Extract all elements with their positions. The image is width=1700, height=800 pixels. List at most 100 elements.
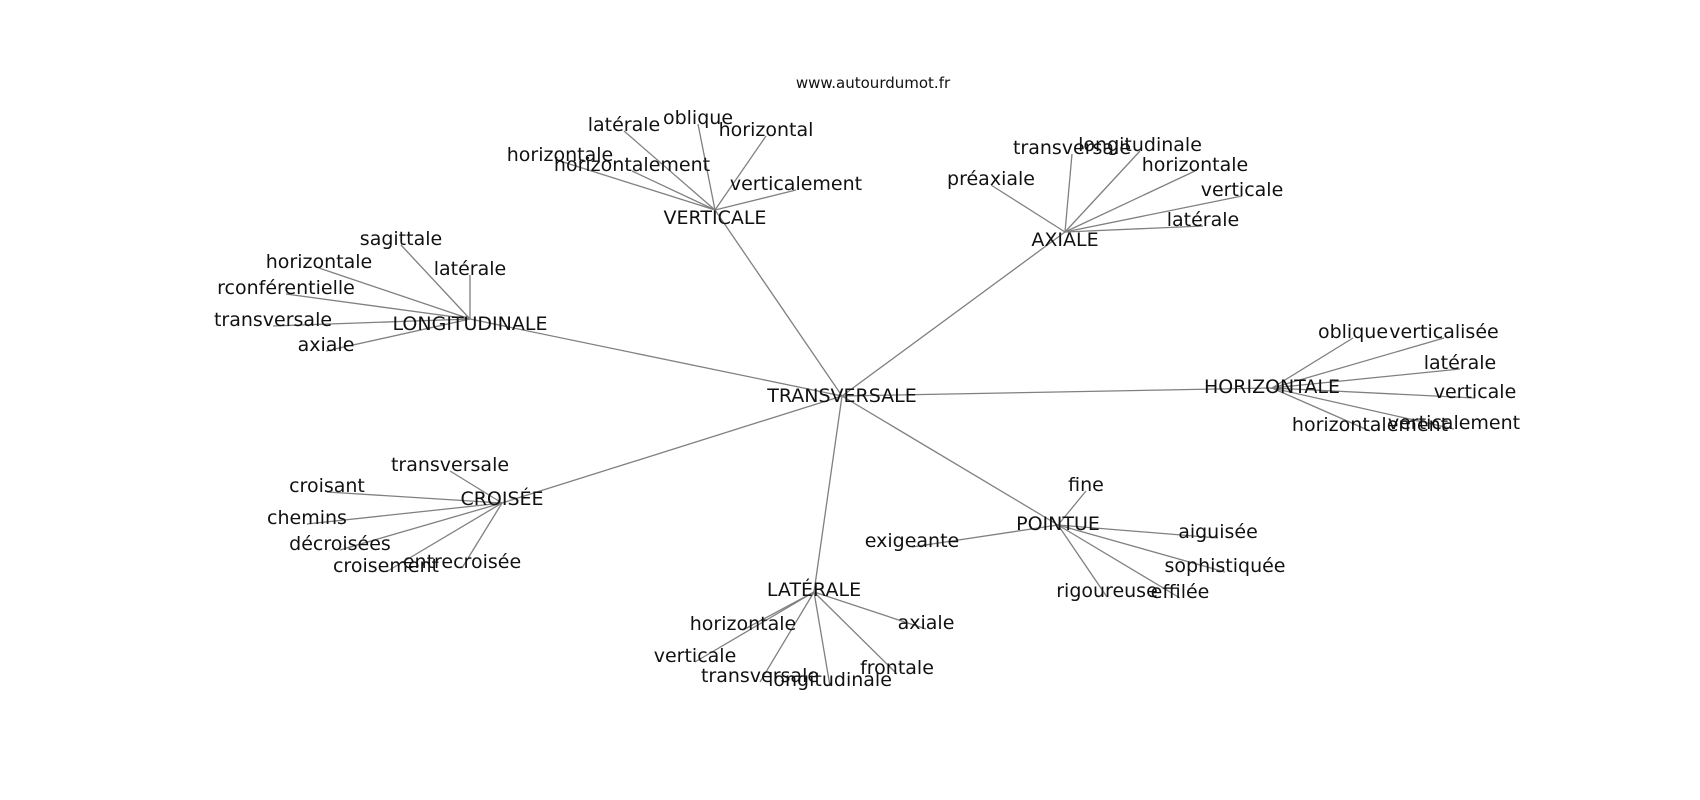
related-word[interactable]: verticalisée <box>1389 321 1498 343</box>
cluster-word[interactable]: AXIALE <box>1031 229 1098 251</box>
related-word[interactable]: axiale <box>898 612 955 634</box>
related-word[interactable]: horizontale <box>507 144 613 166</box>
related-word[interactable]: préaxiale <box>947 168 1035 190</box>
edge-pointue-5 <box>1057 524 1181 599</box>
related-word[interactable]: horizontalement <box>1292 414 1448 436</box>
edge-longitudinale-4 <box>272 318 471 327</box>
edge-longitudinale-3 <box>285 293 471 320</box>
edge-axiale-4 <box>1064 195 1243 233</box>
related-word[interactable]: longitudinale <box>1078 134 1202 156</box>
edge-center-to-pointue <box>841 395 1059 526</box>
related-word[interactable]: aiguisée <box>1178 521 1258 543</box>
related-word[interactable]: verticale <box>1434 381 1517 403</box>
edge-center-to-longitudinale <box>469 318 843 397</box>
edge-center-to-croisée <box>501 395 843 504</box>
related-word[interactable]: axiale <box>298 334 355 356</box>
edge-latérale-2 <box>694 591 815 663</box>
edge-axiale-1 <box>1064 150 1141 233</box>
cluster-word[interactable]: CROISÉE <box>460 487 543 510</box>
edge-pointue-2 <box>1057 524 1219 539</box>
related-word[interactable]: horizontale <box>1142 154 1248 176</box>
related-word[interactable]: sophistiquée <box>1164 555 1285 577</box>
edge-longitudinale-1 <box>318 267 471 320</box>
related-word[interactable]: horizontal <box>719 119 814 141</box>
edge-croisée-5 <box>461 502 503 569</box>
edge-longitudinale-5 <box>325 318 471 352</box>
related-word[interactable]: chemins <box>267 507 347 529</box>
related-word[interactable]: longitudinale <box>768 669 892 691</box>
related-word[interactable]: croisant <box>289 475 365 497</box>
cluster-word[interactable]: VERTICALE <box>664 207 767 229</box>
edge-verticale-2 <box>714 135 767 211</box>
edge-croisée-1 <box>326 491 503 504</box>
related-word[interactable]: latérale <box>1167 209 1239 231</box>
edge-longitudinale-0 <box>400 244 471 320</box>
related-word[interactable]: verticalement <box>1388 412 1520 434</box>
related-word[interactable]: croisement <box>333 555 439 577</box>
edge-latérale-4 <box>813 591 831 687</box>
edge-center-to-latérale <box>813 395 843 593</box>
related-word[interactable]: verticalement <box>730 173 862 195</box>
edge-croisée-2 <box>306 502 503 525</box>
related-word[interactable]: rconférentielle <box>217 277 355 299</box>
related-word[interactable]: latérale <box>434 258 506 280</box>
graph-edges <box>272 123 1476 687</box>
edge-verticale-4 <box>631 170 716 211</box>
edge-pointue-4 <box>1057 524 1108 598</box>
edge-horizontale-1 <box>1271 337 1445 389</box>
related-word[interactable]: verticale <box>1201 179 1284 201</box>
edge-center-to-axiale <box>841 231 1066 397</box>
related-word[interactable]: horizontale <box>690 613 796 635</box>
edge-croisée-0 <box>449 470 503 504</box>
related-word[interactable]: latérale <box>588 114 660 136</box>
edge-pointue-0 <box>1057 490 1087 526</box>
cluster-word[interactable]: HORIZONTALE <box>1204 376 1340 398</box>
related-word[interactable]: horizontale <box>266 251 372 273</box>
related-word[interactable]: décroisées <box>289 533 391 555</box>
cluster-word[interactable]: POINTUE <box>1016 513 1100 535</box>
related-word[interactable]: verticale <box>654 645 737 667</box>
edge-pointue-3 <box>1057 524 1226 573</box>
related-word[interactable]: frontale <box>860 657 934 679</box>
related-word[interactable]: entrecroisée <box>403 551 521 573</box>
cluster-word[interactable]: LONGITUDINALE <box>393 313 548 335</box>
edge-croisée-4 <box>385 502 503 573</box>
edge-croisée-3 <box>339 502 503 551</box>
edge-latérale-5 <box>813 591 898 675</box>
edge-horizontale-2 <box>1271 368 1461 389</box>
edge-axiale-2 <box>1064 170 1196 233</box>
related-word[interactable]: oblique <box>663 107 733 129</box>
related-word[interactable]: effilée <box>1151 581 1210 603</box>
edge-axiale-0 <box>1064 153 1073 233</box>
related-word[interactable]: transversale <box>1013 137 1131 159</box>
site-credit: www.autourdumot.fr <box>796 74 951 92</box>
edge-horizontale-5 <box>1271 387 1455 430</box>
related-word[interactable]: transversale <box>391 454 509 476</box>
edge-verticale-0 <box>623 130 716 211</box>
related-word[interactable]: latérale <box>1424 352 1496 374</box>
edge-horizontale-0 <box>1271 337 1354 389</box>
edge-pointue-1 <box>911 524 1059 548</box>
related-word[interactable]: sagittale <box>360 228 442 250</box>
related-word[interactable]: rigoureuse <box>1056 580 1158 602</box>
edge-horizontale-4 <box>1271 387 1371 432</box>
edge-verticale-3 <box>559 160 716 211</box>
edge-latérale-3 <box>759 591 815 683</box>
related-word[interactable]: transversale <box>701 665 819 687</box>
related-word[interactable]: oblique <box>1318 321 1388 343</box>
edge-latérale-1 <box>813 591 927 630</box>
related-word[interactable]: fine <box>1068 474 1104 496</box>
edge-axiale-3 <box>990 184 1066 233</box>
edge-verticale-5 <box>714 189 797 211</box>
edge-verticale-1 <box>697 123 716 211</box>
related-word[interactable]: horizontalement <box>554 154 710 176</box>
cluster-word[interactable]: LATÉRALE <box>767 578 861 601</box>
edge-center-to-verticale <box>714 209 843 397</box>
edge-center-to-horizontale <box>841 387 1273 397</box>
related-word[interactable]: exigeante <box>865 530 959 552</box>
related-word[interactable]: transversale <box>214 309 332 331</box>
edge-axiale-5 <box>1064 225 1204 233</box>
center-word[interactable]: TRANSVERSALE <box>766 385 917 407</box>
